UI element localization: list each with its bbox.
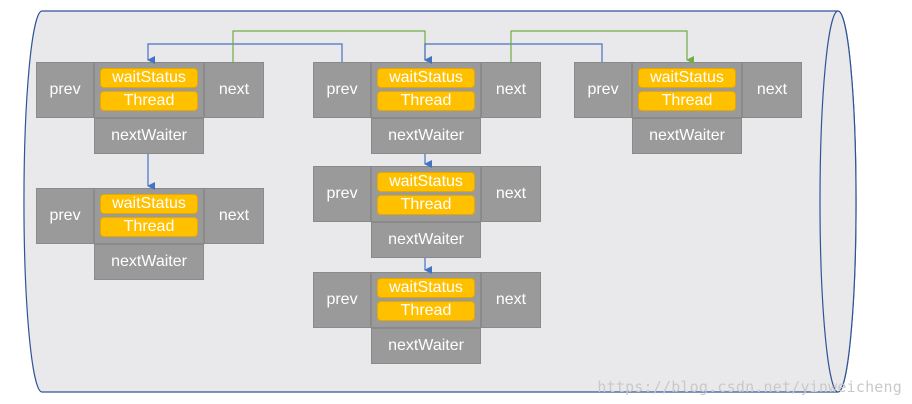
thread-field: Thread	[377, 195, 475, 215]
next-waiter-field: nextWaiter	[94, 244, 204, 280]
prev-field: prev	[36, 188, 94, 244]
prev-field: prev	[313, 62, 371, 118]
thread-field: Thread	[377, 91, 475, 111]
next-waiter-field: nextWaiter	[371, 118, 481, 154]
next-field: next	[481, 62, 541, 118]
prev-link-arrow	[424, 43, 603, 64]
node-core: waitStatus Thread	[371, 62, 481, 118]
prev-field: prev	[36, 62, 94, 118]
next-field: next	[204, 188, 264, 244]
next-waiter-field: nextWaiter	[632, 118, 742, 154]
cylinder-end-cap	[819, 10, 857, 393]
node-2: prev waitStatus Thread next nextWaiter	[36, 188, 264, 280]
node-3: prev waitStatus Thread next nextWaiter	[313, 62, 541, 154]
node-5: prev waitStatus Thread next nextWaiter	[313, 272, 541, 364]
thread-field: Thread	[377, 301, 475, 321]
node-6: prev waitStatus Thread next nextWaiter	[574, 62, 802, 154]
wait-status-field: waitStatus	[377, 278, 475, 298]
wait-status-field: waitStatus	[377, 68, 475, 88]
prev-field: prev	[313, 272, 371, 328]
wait-status-field: waitStatus	[100, 68, 198, 88]
thread-field: Thread	[100, 91, 198, 111]
wait-status-field: waitStatus	[377, 172, 475, 192]
node-core: waitStatus Thread	[371, 272, 481, 328]
next-waiter-field: nextWaiter	[94, 118, 204, 154]
node-core: waitStatus Thread	[371, 166, 481, 222]
thread-field: Thread	[638, 91, 736, 111]
node-core: waitStatus Thread	[94, 188, 204, 244]
prev-link-arrow	[147, 43, 343, 64]
next-link-arrow	[232, 30, 432, 64]
wait-status-field: waitStatus	[100, 194, 198, 214]
next-link-arrow	[510, 30, 694, 64]
next-field: next	[742, 62, 802, 118]
next-waiter-field: nextWaiter	[371, 222, 481, 258]
watermark: https://blog.csdn.net/yinweicheng	[597, 378, 902, 396]
next-field: next	[481, 272, 541, 328]
node-core: waitStatus Thread	[632, 62, 742, 118]
node-4: prev waitStatus Thread next nextWaiter	[313, 166, 541, 258]
thread-field: Thread	[100, 217, 198, 237]
prev-field: prev	[574, 62, 632, 118]
prev-field: prev	[313, 166, 371, 222]
next-field: next	[481, 166, 541, 222]
next-waiter-field: nextWaiter	[371, 328, 481, 364]
wait-status-field: waitStatus	[638, 68, 736, 88]
node-core: waitStatus Thread	[94, 62, 204, 118]
node-1: prev waitStatus Thread next nextWaiter	[36, 62, 264, 154]
next-field: next	[204, 62, 264, 118]
